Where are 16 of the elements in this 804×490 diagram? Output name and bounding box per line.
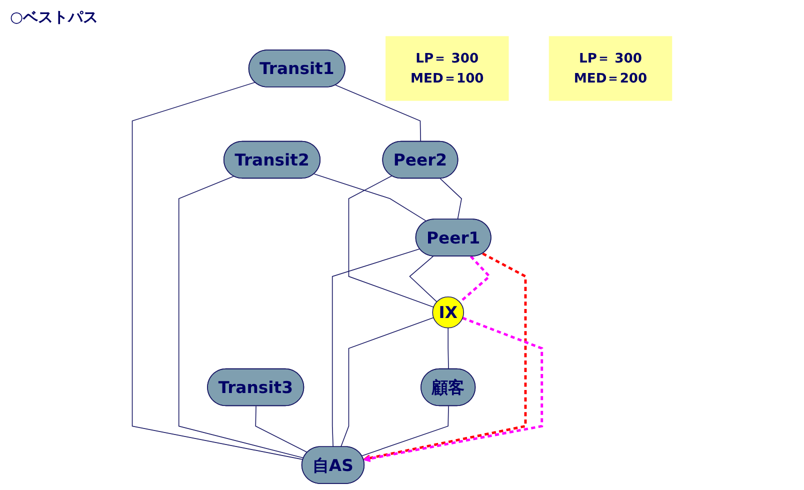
connector [132, 82, 304, 460]
node-circle: IX [432, 296, 464, 328]
connector [340, 317, 434, 448]
connector [332, 248, 420, 448]
note-text: ○ベストパス [10, 8, 98, 27]
arrow [363, 316, 544, 462]
node-box: LP＝ 300 MED＝100 [386, 36, 509, 101]
arrow [363, 252, 527, 462]
connector [255, 406, 308, 453]
connector [314, 174, 428, 222]
connector [348, 175, 434, 308]
node-box: LP＝ 300 MED＝200 [548, 36, 672, 101]
connector [361, 406, 449, 456]
connector [178, 176, 304, 458]
connector [335, 84, 422, 142]
connector [448, 327, 449, 370]
